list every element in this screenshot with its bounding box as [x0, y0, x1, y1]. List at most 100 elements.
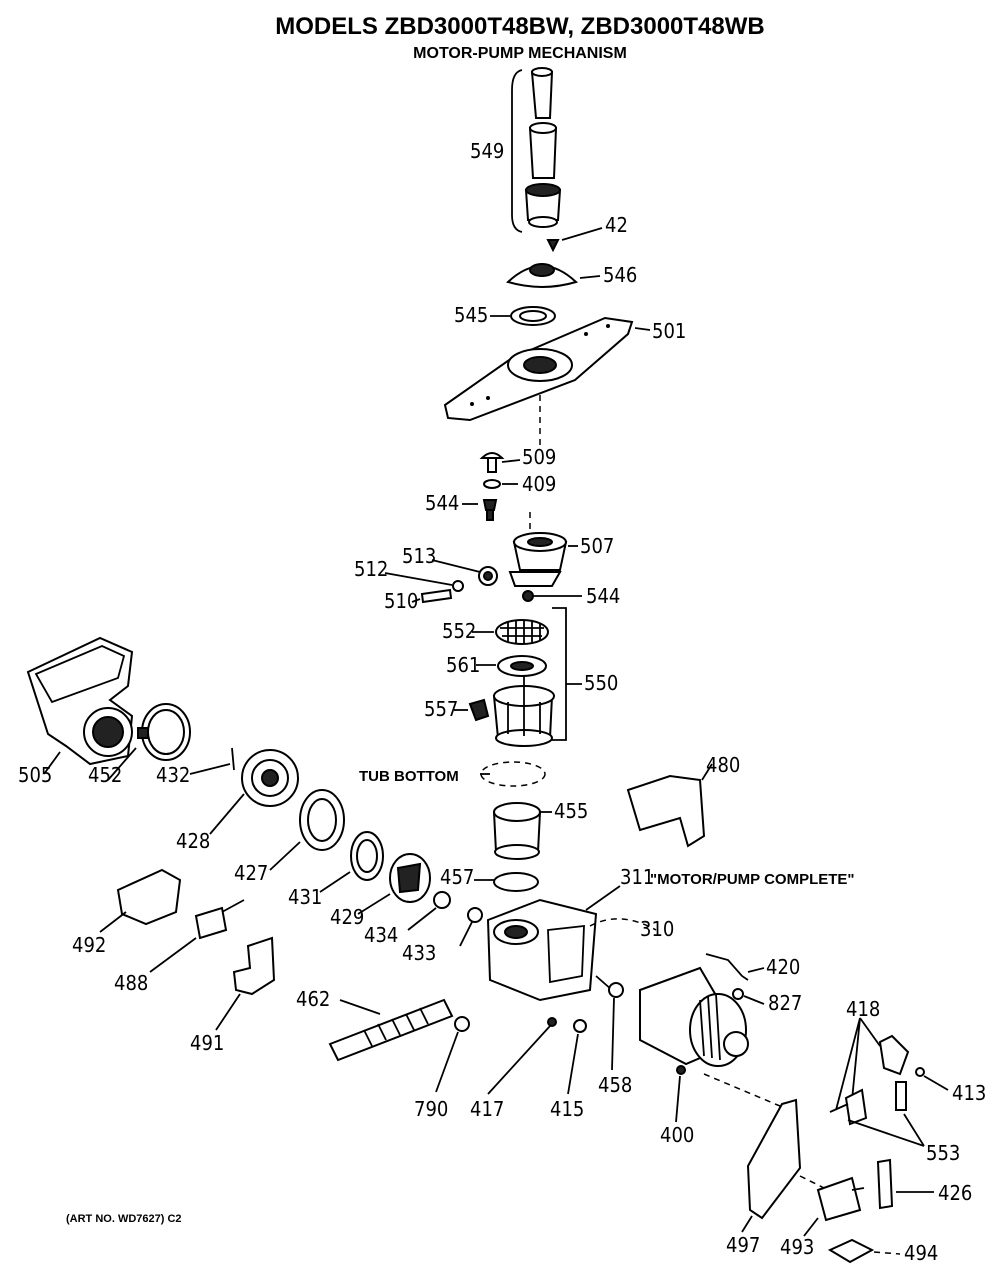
leader-434 [407, 907, 437, 931]
part-493 [816, 1176, 865, 1222]
tub-bottom-label: TUB BOTTOM [359, 768, 459, 785]
leader-420 [747, 967, 765, 973]
part-429 [389, 853, 431, 903]
part-510 [420, 588, 453, 604]
part-431 [350, 831, 384, 881]
leader-431 [319, 871, 351, 893]
callout-310: 310 [640, 917, 674, 941]
part-434 [433, 891, 451, 909]
part-557 [468, 698, 490, 722]
part-462-worm-shaft [328, 998, 454, 1062]
leader-415 [567, 1033, 579, 1095]
callout-491: 491 [190, 1031, 224, 1055]
callout-457: 457 [440, 865, 474, 889]
part-311-pump-body [486, 898, 598, 1002]
part-497 [746, 1098, 802, 1220]
part-42 [546, 239, 560, 253]
part-505-sump [26, 636, 134, 766]
callout-512: 512 [354, 557, 388, 581]
callout-561: 561 [446, 653, 480, 677]
callout-494: 494 [904, 1241, 938, 1265]
part-452-clamp [137, 703, 191, 761]
callout-827: 827 [768, 991, 802, 1015]
callout-513: 513 [402, 544, 436, 568]
callout-428: 428 [176, 829, 210, 853]
leader-491 [215, 993, 241, 1031]
callout-510: 510 [384, 589, 418, 613]
callout-413: 413 [952, 1081, 986, 1105]
leader-400 [675, 1075, 681, 1123]
callout-418: 418 [846, 997, 880, 1021]
callout-452: 452 [88, 763, 122, 787]
part-494 [827, 1238, 875, 1264]
callout-311: 311 [620, 865, 654, 889]
callout-42: 42 [605, 213, 628, 237]
leader-553 [847, 1113, 925, 1147]
leader-418 [835, 1017, 881, 1111]
leader-512 [384, 572, 453, 586]
leader-413 [923, 1075, 949, 1091]
leader-510 [411, 598, 421, 603]
callout-497: 497 [726, 1233, 760, 1257]
part-455 [492, 802, 542, 860]
callout-552: 552 [442, 619, 476, 643]
callout-544-lower: 544 [586, 584, 620, 608]
part-512 [452, 580, 464, 592]
part-310-motor [639, 966, 749, 1067]
leader-433 [459, 921, 473, 947]
callout-458: 458 [598, 1073, 632, 1097]
leader-311 [585, 885, 621, 911]
leader-494 [873, 1251, 901, 1255]
leader-505 [43, 751, 61, 775]
part-418 [829, 1034, 910, 1126]
part-544a [482, 499, 498, 521]
motor-pump-complete-label: "MOTOR/PUMP COMPLETE" [650, 871, 855, 888]
leader-462 [339, 999, 381, 1015]
callout-432: 432 [156, 763, 190, 787]
part-488-switch [194, 899, 245, 940]
bracket-549 [511, 69, 523, 233]
callout-426: 426 [938, 1181, 972, 1205]
part-553 [895, 1081, 907, 1111]
callout-462: 462 [296, 987, 330, 1011]
part-544b [522, 590, 534, 602]
part-790 [454, 1016, 470, 1032]
bracket-550 [552, 607, 582, 741]
part-432 [231, 747, 235, 771]
leader-827 [743, 995, 765, 1005]
callout-507: 507 [580, 534, 614, 558]
part-480 [626, 774, 706, 848]
leader-509 [501, 459, 521, 463]
part-415 [573, 1019, 587, 1033]
leader-492 [99, 911, 127, 933]
part-428 [241, 749, 299, 807]
art-number: (ART NO. WD7627) C2 [66, 1213, 182, 1225]
part-458 [595, 975, 624, 998]
part-433 [467, 907, 483, 923]
leader-480 [701, 763, 713, 781]
part-549-tubes [524, 67, 562, 228]
leader-493 [803, 1217, 819, 1237]
part-561 [497, 655, 547, 677]
callout-549: 549 [470, 139, 504, 163]
leader-42 [561, 227, 603, 241]
leader-501 [634, 327, 651, 331]
callout-415: 415 [550, 1097, 584, 1121]
callout-501: 501 [652, 319, 686, 343]
part-550-housing [492, 676, 555, 747]
callout-431: 431 [288, 885, 322, 909]
part-491 [232, 936, 276, 996]
callout-420: 420 [766, 955, 800, 979]
callout-505: 505 [18, 763, 52, 787]
part-552 [495, 619, 549, 645]
leader-790 [435, 1031, 459, 1093]
callout-434: 434 [364, 923, 398, 947]
callout-509: 509 [522, 445, 556, 469]
callout-433: 433 [402, 941, 436, 965]
callout-553: 553 [926, 1141, 960, 1165]
part-546 [506, 263, 578, 288]
part-413 [915, 1067, 925, 1077]
leader-432 [189, 763, 231, 775]
dash-motor-bracket [703, 1073, 781, 1107]
